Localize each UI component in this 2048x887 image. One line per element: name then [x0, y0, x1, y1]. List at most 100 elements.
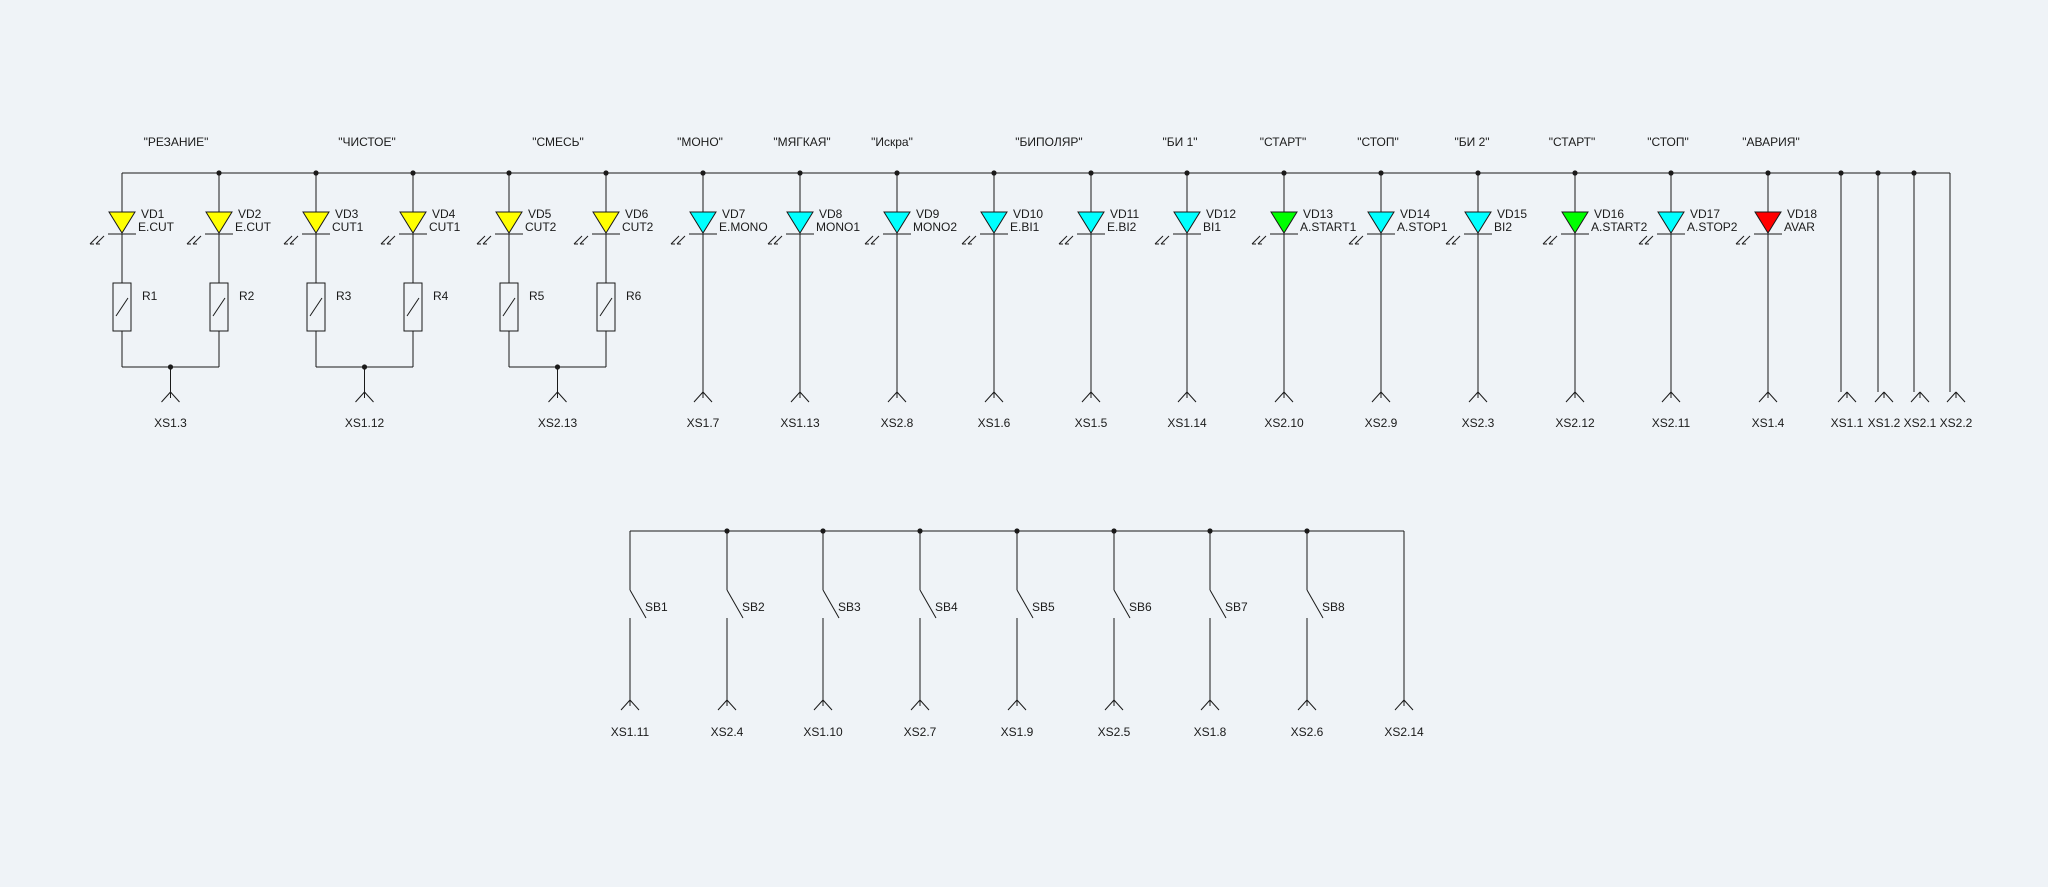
group-label: "БИ 1" [1162, 135, 1197, 149]
led-triangle [592, 211, 620, 234]
connector: XS1.14 [1167, 391, 1207, 430]
connector-fork-left [620, 699, 631, 711]
light-arrow-1 [864, 235, 874, 245]
led-array: VD1E.CUTVD2E.CUTVD3CUT1VD4CUT1VD5CUT2VD6… [89, 170, 1817, 392]
connector-label: XS1.14 [1167, 416, 1207, 430]
connector-fork-right [1767, 391, 1778, 403]
connector-label: XS1.13 [780, 416, 820, 430]
connector-fork-left [1177, 391, 1188, 403]
led-triangle [1367, 211, 1395, 234]
led-ref-label: VD17 [1690, 207, 1720, 221]
connector: XS1.10 [803, 699, 843, 739]
switch-contact [1016, 589, 1034, 619]
connector-fork-right [629, 699, 640, 711]
led-triangle [1464, 211, 1492, 234]
connector-fork-right [1283, 391, 1294, 403]
light-arrow-2 [1064, 235, 1074, 245]
resistor-label: R3 [336, 289, 352, 303]
group-label: "РЕЗАНИЕ" [144, 135, 209, 149]
switch-contact [1209, 589, 1227, 619]
resistor-pair-join [316, 364, 413, 392]
light-arrow-2 [1741, 235, 1751, 245]
led-triangle [1561, 211, 1589, 234]
led-ref-label: VD18 [1787, 207, 1817, 221]
light-arrow-1 [1251, 235, 1261, 245]
light-arrow-1 [380, 235, 390, 245]
led-triangle [1754, 211, 1782, 234]
led-value-label: CUT1 [332, 220, 364, 234]
connector: XS2.5 [1098, 699, 1131, 739]
light-arrow-1 [573, 235, 583, 245]
led-value-label: AVAR [1784, 220, 1815, 234]
led-triangle [1173, 211, 1201, 234]
connector-label: XS2.12 [1555, 416, 1595, 430]
connector-fork-right [1306, 699, 1317, 711]
connector-label: XS1.10 [803, 725, 843, 739]
connector-fork-right [1919, 391, 1930, 403]
connector-fork-right [1883, 391, 1894, 403]
connector-label: XS2.8 [881, 416, 914, 430]
connector-fork-left [1104, 699, 1115, 711]
resistor-slash [502, 297, 516, 317]
connector-fork-left [1874, 391, 1885, 403]
connector-fork-right [1016, 699, 1027, 711]
led-value-label: A.START1 [1300, 220, 1357, 234]
connector-fork-right [1670, 391, 1681, 403]
connector-fork-right [822, 699, 833, 711]
switch-label: SB7 [1225, 600, 1248, 614]
resistor-r6: R6 [596, 234, 642, 367]
connector-fork-right [1574, 391, 1585, 403]
led-value-label: CUT1 [429, 220, 461, 234]
connector-fork-left [693, 391, 704, 403]
connector-fork-left [910, 699, 921, 711]
switch-contact [1113, 589, 1131, 619]
connector-fork-left [1661, 391, 1672, 403]
resistor-r4: R4 [403, 234, 449, 367]
light-arrow-2 [1548, 235, 1558, 245]
connector-fork-right [1380, 391, 1391, 403]
switch-label: SB4 [935, 600, 958, 614]
light-arrow-1 [89, 235, 99, 245]
connector: XS2.7 [904, 699, 937, 739]
connector: XS2.6 [1291, 699, 1324, 739]
led-value-label: BI1 [1203, 220, 1221, 234]
resistor-label: R4 [433, 289, 449, 303]
connector: XS1.4 [1752, 391, 1785, 430]
led-value-label: A.STOP1 [1397, 220, 1448, 234]
connector-label: XS2.11 [1652, 416, 1691, 430]
led-ref-label: VD16 [1594, 207, 1624, 221]
connector-label: XS2.14 [1384, 725, 1424, 739]
led-ref-label: VD13 [1303, 207, 1333, 221]
light-arrow-1 [1542, 235, 1552, 245]
led-power-bus [122, 170, 1951, 392]
connector-fork-left [1910, 391, 1921, 403]
led-triangle [786, 211, 814, 234]
light-arrow-2 [289, 235, 299, 245]
light-arrow-1 [1638, 235, 1648, 245]
switch-contact [726, 589, 744, 619]
resistor-slash [406, 297, 420, 317]
led-value-label: MONO1 [816, 220, 860, 234]
connector: XS1.2 [1868, 391, 1901, 430]
group-labels: "РЕЗАНИЕ""ЧИСТОЕ""СМЕСЬ""МОНО""МЯГКАЯ""И… [144, 135, 1800, 149]
connector: XS1.13 [780, 391, 820, 430]
group-label: "СТАРТ" [1549, 135, 1596, 149]
led-ref-label: VD4 [432, 207, 456, 221]
connector: XS1.1 [1831, 391, 1864, 430]
connector-fork-right [1477, 391, 1488, 403]
led-ref-label: VD3 [335, 207, 359, 221]
connector: XS1.5 [1075, 391, 1108, 430]
connector-label: XS2.9 [1365, 416, 1398, 430]
